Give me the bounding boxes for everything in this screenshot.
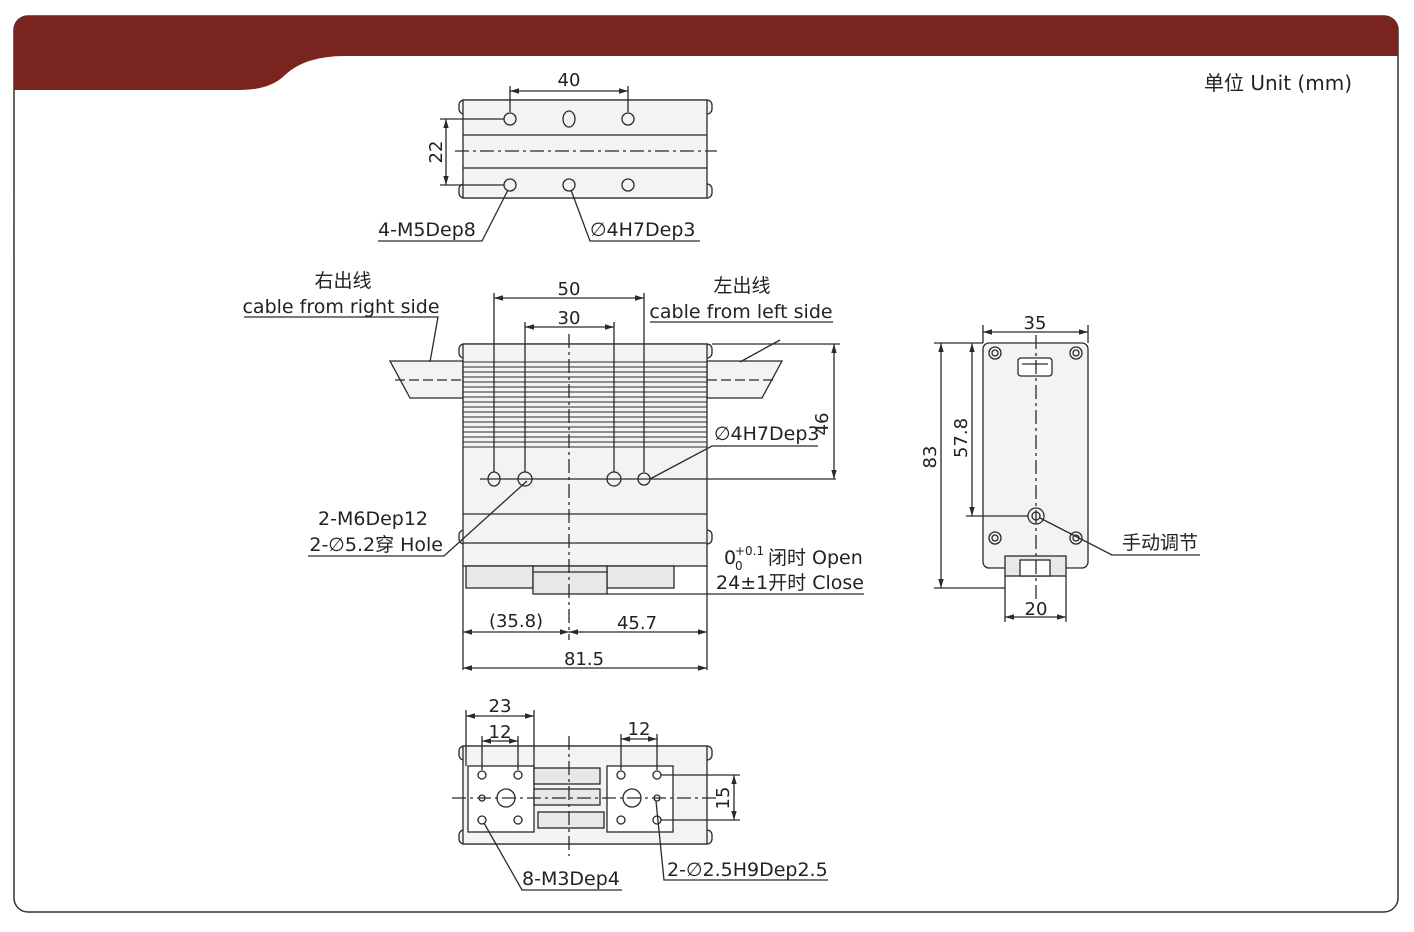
top-view	[378, 86, 717, 242]
side-connector	[1017, 357, 1053, 377]
bottom-screw	[513, 770, 523, 780]
dim-label-12-left: 12	[489, 722, 512, 743]
travel-base: 0	[724, 547, 736, 569]
dim-label-35: 35	[1024, 313, 1047, 334]
callout-holes-line2: 2-∅5.2穿 Hole	[309, 534, 443, 556]
dim-label-815: 81.5	[564, 649, 604, 670]
callout-pin-hole-top: ∅4H7Dep3	[590, 219, 695, 241]
unit-label: 单位 Unit (mm)	[1204, 71, 1352, 95]
dim-label-578: 57.8	[951, 418, 972, 458]
travel-open: 闭时 Open	[768, 547, 863, 569]
header-bar	[14, 16, 1398, 90]
dim-label-358: (35.8)	[489, 611, 543, 632]
cable-left-label-cn: 左出线	[713, 275, 770, 297]
callout-dowel-pins: 2-∅2.5H9Dep2.5	[667, 859, 828, 881]
dim-label-23: 23	[489, 696, 512, 717]
top-view-body	[462, 99, 708, 199]
top-pin-hole	[562, 178, 576, 192]
front-view	[244, 293, 864, 671]
bottom-screw	[477, 815, 487, 825]
bottom-screw	[513, 815, 523, 825]
top-hole	[621, 178, 635, 192]
callout-pin-hole-front: ∅4H7Dep3	[714, 423, 819, 445]
dim-label-83: 83	[920, 446, 941, 469]
leader-pin	[570, 189, 700, 242]
dim-label-40: 40	[558, 70, 581, 91]
travel-close: 24±1开时 Close	[716, 572, 864, 594]
front-view-body	[462, 343, 708, 567]
dim-label-20: 20	[1025, 599, 1048, 620]
bottom-screw	[616, 815, 626, 825]
side-view	[934, 325, 1200, 622]
dim-label-15: 15	[713, 787, 734, 810]
dim-label-22: 22	[426, 141, 447, 164]
callout-manual-adjust: 手动调节	[1122, 532, 1198, 554]
side-screw	[1069, 346, 1083, 360]
side-screw	[1069, 531, 1083, 545]
travel-sub: 0	[735, 559, 743, 573]
cable-right-label-en: cable from right side	[242, 296, 439, 318]
cable-left-label-en: cable from left side	[649, 301, 832, 323]
side-screw	[988, 346, 1002, 360]
dim-label-457: 45.7	[617, 613, 657, 634]
travel-sup: +0.1	[735, 544, 764, 558]
dim-label-12-right: 12	[628, 719, 651, 740]
dim-label-46: 46	[812, 413, 833, 436]
bottom-screw	[616, 770, 626, 780]
base-block-center	[532, 565, 608, 595]
top-slot	[562, 110, 576, 128]
base-block-right	[606, 565, 675, 589]
dim-label-30: 30	[558, 308, 581, 329]
callout-holes-line1: 2-M6Dep12	[318, 508, 428, 530]
base-block-left	[465, 565, 534, 589]
cable-right-label-cn: 右出线	[314, 270, 371, 292]
bottom-view	[452, 710, 828, 891]
dim-label-50: 50	[558, 279, 581, 300]
leader-m5	[378, 189, 509, 242]
callout-m5-holes: 4-M5Dep8	[378, 219, 476, 241]
callout-m3-screws: 8-M3Dep4	[522, 868, 620, 890]
top-hole	[621, 112, 635, 126]
side-screw	[988, 531, 1002, 545]
bottom-screw	[477, 770, 487, 780]
cooling-fins	[463, 361, 707, 448]
